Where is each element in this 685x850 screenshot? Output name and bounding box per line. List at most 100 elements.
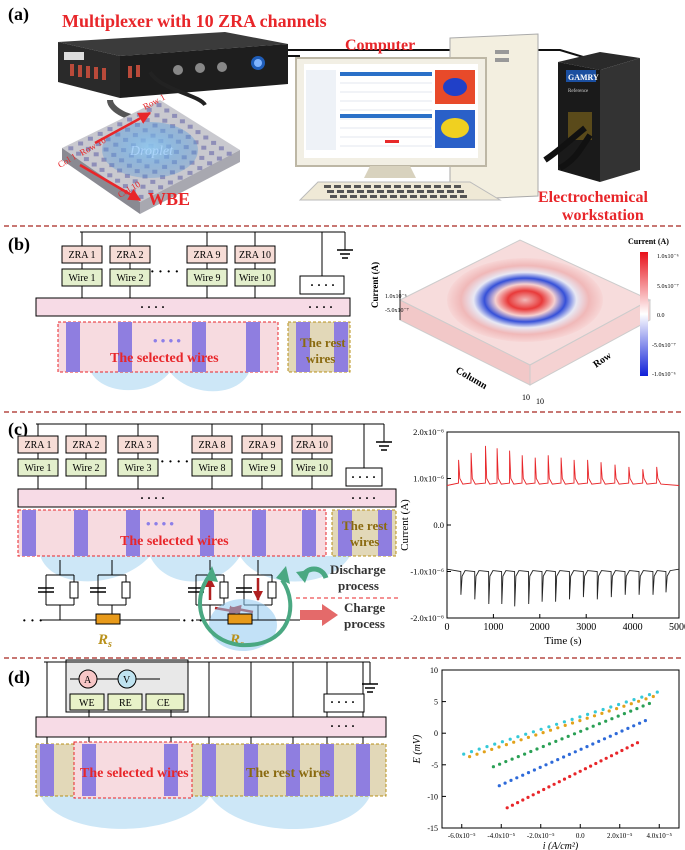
chart-d-point-s3: [516, 755, 520, 759]
electrode-strip: [202, 744, 216, 796]
panel-b-label: (b): [8, 234, 30, 255]
panel-b-rest-label-1: The rest: [300, 335, 346, 350]
wire-label: Wire 2: [116, 273, 143, 284]
chart-d-point-s1: [542, 787, 546, 792]
chart-d-ytick: -10: [427, 792, 438, 801]
chart-d-point-s4: [475, 752, 479, 756]
panel-d-rest-label: The rest wires: [246, 766, 331, 781]
re-box: [107, 693, 143, 711]
wbe-electrode-cell: [122, 184, 128, 189]
colorbar-tick-3: 0.0: [657, 313, 665, 319]
chart-d-point-s2: [509, 778, 513, 783]
zra-label: ZRA 10: [296, 440, 328, 451]
surface-map: [447, 258, 603, 342]
chart-d-xtick: 0.0: [576, 832, 585, 840]
chart-d-point-s1: [635, 741, 640, 745]
chart-d-point-s2: [573, 750, 577, 754]
wbe-electrode-cell: [207, 161, 213, 166]
chart-d-point-s2: [515, 776, 519, 780]
wbe-electrode-cell: [146, 107, 152, 112]
chart-c-xtick: 3000: [576, 622, 596, 633]
mid-dots: · · ·: [182, 614, 203, 629]
wire-label: Wire 9: [248, 463, 275, 474]
workstation-label-1: Electrochemical: [538, 189, 648, 206]
chart-d-point-s2: [626, 726, 630, 731]
panel-b-selected-label: The selected wires: [110, 351, 219, 366]
chart-d-point-s5: [562, 720, 567, 724]
chart-d-point-s1: [589, 764, 593, 768]
surface-ztick-2: -5.0x10⁻⁷: [385, 308, 409, 314]
wbe-electrode-cell: [197, 166, 203, 171]
chart-d-point-s1: [568, 774, 572, 779]
chart-d-point-s1: [609, 754, 614, 758]
chart-d-point-s4: [622, 704, 626, 708]
chart-d-xlabel: i (A/cm²): [543, 841, 579, 850]
wbe-electrode-cell: [195, 130, 201, 135]
chart-d-point-s4: [468, 755, 472, 759]
panel-c-label: (c): [8, 419, 28, 440]
chart-d-point-s5: [508, 737, 512, 741]
wbe-electrode-cell: [187, 124, 193, 129]
chart-d-point-s3: [566, 734, 570, 739]
charge-droplet: [209, 599, 277, 651]
chart-d-point-s2: [521, 773, 525, 777]
wbe-electrode-cell: [87, 136, 93, 141]
wbe-electrode-cell: [167, 180, 173, 185]
chart-d-point-s3: [641, 704, 645, 708]
zra-label: ZRA 9: [194, 250, 221, 261]
ce-box: [145, 693, 185, 711]
gamry-reference: Reference: [568, 89, 589, 94]
chart-d-point-s4: [556, 726, 560, 730]
wbe-electrode-cell: [127, 117, 133, 122]
panel-c-selected-box: [17, 509, 327, 557]
chart-c-frame: [446, 431, 680, 619]
zra-label: ZRA 2: [117, 250, 144, 261]
panel-b-strip-dots: • • • •: [153, 333, 181, 348]
ce-label: CE: [157, 698, 170, 709]
multiplexer-device: [58, 32, 601, 107]
chart-d-point-s3: [610, 717, 614, 721]
chart-d-point-s1: [625, 746, 629, 750]
chart-d-point-s3: [541, 744, 545, 749]
chart-d-point-s2: [585, 745, 589, 749]
electrode-strip: [164, 744, 178, 796]
wbe-electrode-cell: [91, 162, 97, 167]
chart-d-point-s3: [523, 752, 527, 756]
chart-d-point-s5: [485, 745, 489, 749]
wbe-electrode-cell: [209, 151, 215, 156]
chart-d-point-s2: [638, 721, 642, 725]
discharge-label-1: Discharge: [330, 562, 386, 577]
electrode-strip: [320, 744, 334, 796]
surface-ylabel: Row: [591, 350, 614, 371]
chart-c-ytick: 1.0x10⁻⁶: [413, 474, 444, 484]
chart-d-point-s1: [630, 743, 634, 747]
wbe-electrode-cell: [78, 141, 84, 146]
chart-d-point-s1: [510, 803, 514, 807]
electrode-strip: [246, 322, 260, 372]
chart-d-point-s4: [651, 694, 655, 699]
chart-d-point-s1: [547, 785, 551, 789]
chart-d-point-s1: [516, 801, 520, 805]
electrode-strip: [74, 510, 88, 556]
chart-d-point-s5: [469, 750, 474, 754]
surface-zlabel: Current (A): [370, 262, 380, 308]
chart-d-point-s1: [573, 772, 577, 776]
panel-c-rest-label-2: wires: [350, 534, 379, 549]
wbe-electrode-cell: [85, 146, 91, 151]
wbe-electrode-cell: [211, 140, 217, 145]
chart-d-point-s1: [583, 767, 588, 771]
wbe-electrode-cell: [187, 170, 193, 175]
chart-d-point-s4: [534, 733, 538, 737]
chart-d-point-s2: [550, 760, 554, 764]
chart-d-point-s1: [599, 759, 603, 763]
chart-d-point-s2: [544, 763, 548, 767]
wbe-electrode-cell: [124, 173, 130, 178]
zra-label: ZRA 8: [199, 440, 226, 451]
chart-d-point-s2: [556, 758, 560, 762]
charge-arrow: [300, 604, 338, 626]
chart-d-point-s5: [531, 730, 536, 734]
colorbar-tick-1: 1.0x10⁻⁶: [657, 254, 679, 260]
chart-d-point-s2: [526, 771, 531, 775]
chart-d-point-s3: [547, 742, 552, 746]
